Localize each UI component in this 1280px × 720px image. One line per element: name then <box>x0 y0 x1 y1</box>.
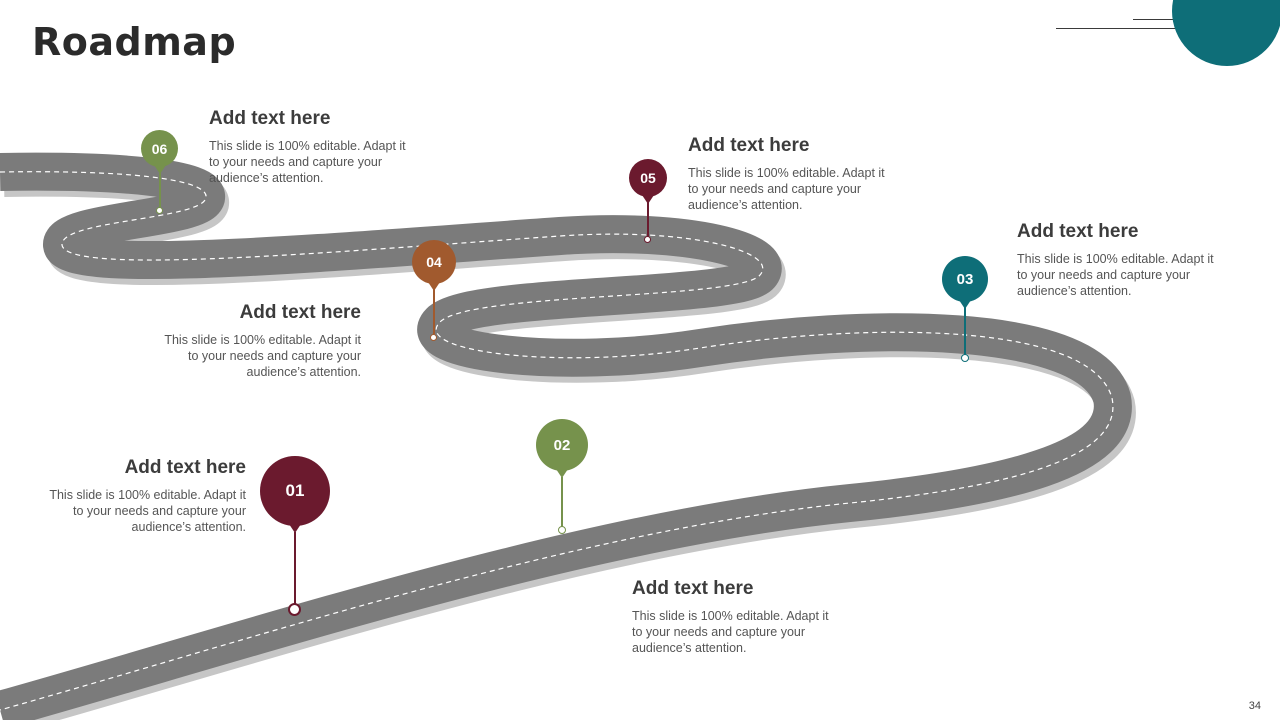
milestone-03-dot <box>961 354 969 362</box>
milestone-06-text: Add text here This slide is 100% editabl… <box>209 108 414 186</box>
milestone-02-marker: 02 <box>536 419 588 471</box>
milestone-04-number: 04 <box>426 254 442 270</box>
milestone-06-dot <box>156 207 163 214</box>
milestone-01-heading: Add text here <box>124 457 246 478</box>
milestone-06-heading: Add text here <box>209 108 331 129</box>
milestone-02-text: Add text here This slide is 100% editabl… <box>632 578 837 656</box>
milestone-06-marker: 06 <box>141 130 178 167</box>
milestone-04-heading: Add text here <box>239 302 361 323</box>
milestone-05-text: Add text here This slide is 100% editabl… <box>688 135 893 213</box>
milestone-01-stem <box>294 532 296 604</box>
milestone-03-stem <box>964 307 966 355</box>
milestone-01-dot <box>288 603 301 616</box>
milestone-02-body: This slide is 100% editable. Adapt it to… <box>632 608 829 655</box>
milestone-05-marker: 05 <box>629 159 667 197</box>
milestone-05-number: 05 <box>640 170 656 186</box>
milestone-05-dot <box>644 236 651 243</box>
milestone-01-body: This slide is 100% editable. Adapt it to… <box>49 487 246 534</box>
milestone-02-number: 02 <box>553 436 571 454</box>
milestone-01-text: Add text here This slide is 100% editabl… <box>41 457 246 535</box>
milestone-06-stem <box>159 172 161 207</box>
milestone-02-dot <box>558 526 566 534</box>
milestone-05-body: This slide is 100% editable. Adapt it to… <box>688 165 885 212</box>
milestone-04-body: This slide is 100% editable. Adapt it to… <box>164 332 361 379</box>
milestone-04-marker: 04 <box>412 240 456 284</box>
milestone-03-marker: 03 <box>942 256 988 302</box>
milestone-03-number: 03 <box>956 270 974 288</box>
milestone-03-body: This slide is 100% editable. Adapt it to… <box>1017 251 1214 298</box>
milestone-01-number: 01 <box>285 481 305 500</box>
milestone-02-stem <box>561 477 563 527</box>
page-title: Roadmap <box>32 20 237 64</box>
milestone-03-text: Add text here This slide is 100% editabl… <box>1017 221 1222 299</box>
milestone-06-number: 06 <box>151 140 168 157</box>
milestone-04-text: Add text here This slide is 100% editabl… <box>156 302 361 380</box>
milestone-06-body: This slide is 100% editable. Adapt it to… <box>209 138 406 185</box>
page-number: 34 <box>1248 700 1261 712</box>
road-center-dashes <box>0 171 1114 711</box>
milestone-03-heading: Add text here <box>1017 221 1139 242</box>
milestone-04-stem <box>433 289 435 334</box>
milestone-05-stem <box>647 202 649 237</box>
milestone-01-marker: 01 <box>260 456 330 526</box>
milestone-05-heading: Add text here <box>688 135 810 156</box>
decorative-line-bottom <box>1056 28 1210 29</box>
milestone-04-dot <box>430 334 437 341</box>
milestone-02-heading: Add text here <box>632 578 754 599</box>
